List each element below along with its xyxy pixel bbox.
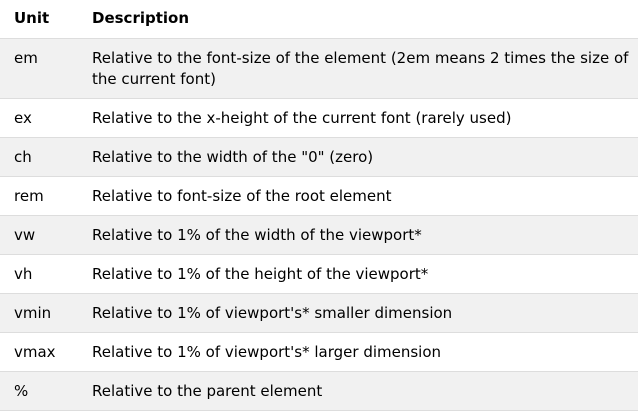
description-cell: Relative to 1% of the height of the view… bbox=[78, 254, 638, 294]
unit-cell: ex bbox=[0, 98, 78, 138]
description-cell: Relative to the x-height of the current … bbox=[78, 98, 638, 138]
table-row: vh Relative to 1% of the height of the v… bbox=[0, 254, 638, 294]
table-row: vmax Relative to 1% of viewport's* large… bbox=[0, 332, 638, 372]
unit-cell: ch bbox=[0, 137, 78, 177]
table-body: em Relative to the font-size of the elem… bbox=[0, 38, 638, 411]
unit-cell: vmax bbox=[0, 332, 78, 372]
unit-cell: vh bbox=[0, 254, 78, 294]
description-cell: Relative to the parent element bbox=[78, 371, 638, 411]
description-cell: Relative to the width of the "0" (zero) bbox=[78, 137, 638, 177]
table-row: vmin Relative to 1% of viewport's* small… bbox=[0, 293, 638, 333]
description-cell: Relative to the font-size of the element… bbox=[78, 38, 638, 99]
table-row: vw Relative to 1% of the width of the vi… bbox=[0, 215, 638, 255]
description-cell: Relative to 1% of viewport's* smaller di… bbox=[78, 293, 638, 333]
table-header: Unit Description bbox=[0, 0, 638, 39]
table-row: em Relative to the font-size of the elem… bbox=[0, 38, 638, 99]
table-row: % Relative to the parent element bbox=[0, 371, 638, 411]
description-cell: Relative to 1% of viewport's* larger dim… bbox=[78, 332, 638, 372]
table-row: ex Relative to the x-height of the curre… bbox=[0, 98, 638, 138]
table-row: ch Relative to the width of the "0" (zer… bbox=[0, 137, 638, 177]
description-cell: Relative to font-size of the root elemen… bbox=[78, 176, 638, 216]
header-unit: Unit bbox=[0, 0, 78, 39]
unit-cell: rem bbox=[0, 176, 78, 216]
table-row: rem Relative to font-size of the root el… bbox=[0, 176, 638, 216]
description-cell: Relative to 1% of the width of the viewp… bbox=[78, 215, 638, 255]
header-description: Description bbox=[78, 0, 638, 39]
unit-cell: % bbox=[0, 371, 78, 411]
header-row: Unit Description bbox=[0, 0, 638, 39]
unit-cell: em bbox=[0, 38, 78, 99]
unit-cell: vmin bbox=[0, 293, 78, 333]
unit-cell: vw bbox=[0, 215, 78, 255]
